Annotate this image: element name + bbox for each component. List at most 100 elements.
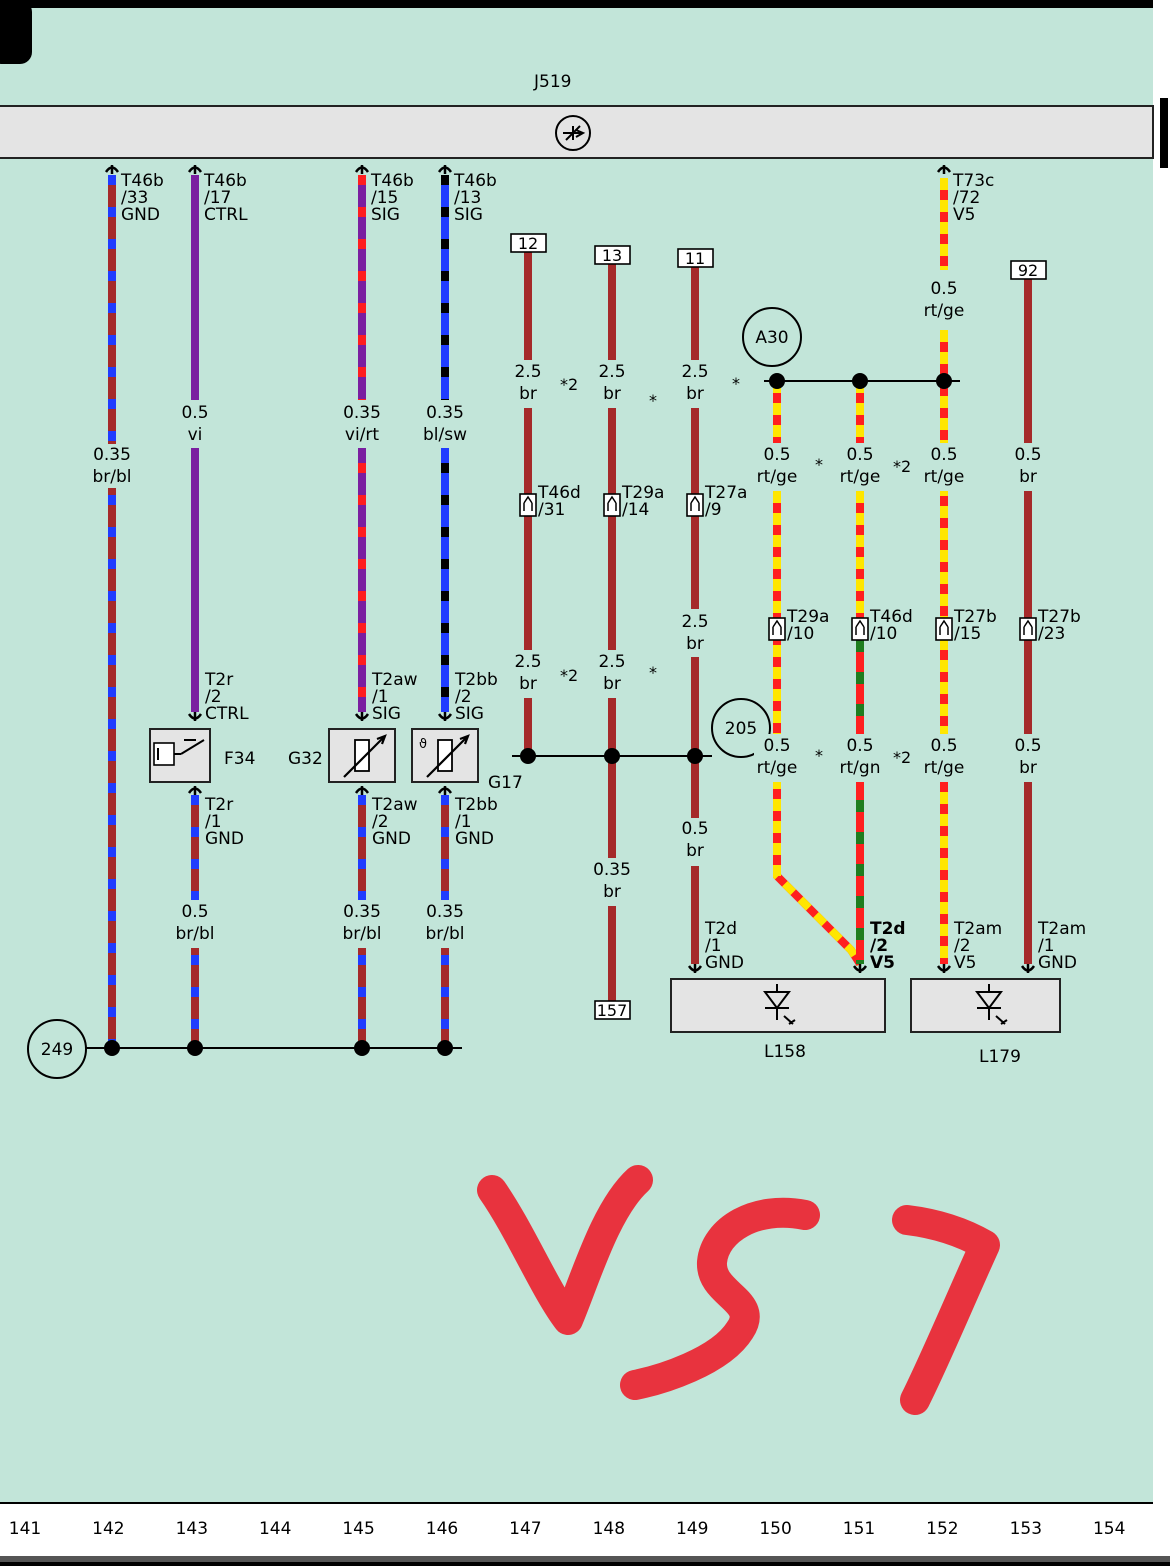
track-number: 143: [176, 1519, 208, 1539]
svg-text:T27a/9: T27a/9: [704, 483, 747, 520]
track-number: 154: [1093, 1519, 1125, 1539]
l179-lamp: [910, 978, 1061, 1033]
splice-249-label: 249: [41, 1040, 73, 1060]
svg-text:0.5rt/ge: 0.5rt/ge: [757, 445, 798, 487]
svg-text:T46d/10: T46d/10: [869, 607, 913, 644]
track-number: 153: [1010, 1519, 1042, 1539]
svg-text:92: 92: [1018, 261, 1038, 280]
svg-text:2.5br: 2.5br: [681, 362, 708, 404]
marker: *2: [893, 748, 911, 767]
right-marker: [1160, 98, 1168, 168]
junction-dot-249: [354, 1040, 370, 1056]
junction-dot-249: [187, 1040, 203, 1056]
marker: *2: [893, 457, 911, 476]
ref-box-11: 11: [677, 248, 714, 268]
right-border: [1153, 0, 1170, 1562]
junction-dot-205: [604, 748, 620, 764]
svg-text:0.5br/bl: 0.5br/bl: [175, 902, 214, 944]
track-number: 147: [509, 1519, 541, 1539]
svg-text:0.5rt/ge: 0.5rt/ge: [757, 736, 798, 778]
top-border: [0, 0, 1170, 8]
svg-text:0.5rt/ge: 0.5rt/ge: [924, 445, 965, 487]
markers: *2 * * * *2 *2 * * *2: [560, 374, 911, 767]
junction-dot-a30: [769, 373, 785, 389]
junction-dot-a30: [852, 373, 868, 389]
inline-connector: T27b/15: [935, 607, 997, 644]
junction-dot-a30: [936, 373, 952, 389]
junction-dot-205: [687, 748, 703, 764]
marker: *: [815, 455, 823, 474]
inline-connector: T46d/31: [519, 483, 581, 520]
svg-text:T46d/31: T46d/31: [537, 483, 581, 520]
ref-box-92: 92: [1010, 260, 1047, 280]
inline-connector: T29a/10: [768, 607, 829, 644]
corner-tab: [0, 0, 32, 64]
g32-sensor: [328, 728, 396, 783]
track-number: 150: [759, 1519, 791, 1539]
marker: *2: [560, 375, 578, 394]
svg-text:2.5br: 2.5br: [598, 652, 625, 694]
svg-text:ϑ: ϑ: [419, 737, 427, 752]
g17-sensor: ϑ: [411, 728, 479, 783]
track-number: 144: [259, 1519, 291, 1539]
junction-dot-205: [520, 748, 536, 764]
marker: *: [815, 746, 823, 765]
track-number: 148: [593, 1519, 625, 1539]
svg-text:T2d/2V5: T2d/2V5: [870, 919, 906, 973]
ref-box-157: 157: [594, 1000, 631, 1020]
handwritten-scribble: [477, 1165, 1000, 1415]
svg-text:157: 157: [597, 1001, 628, 1020]
bottom-bar: [0, 1556, 1170, 1562]
svg-text:12: 12: [518, 234, 538, 253]
splice-a30: [742, 307, 802, 367]
f34-label: F34: [224, 749, 255, 769]
splice-205: [711, 698, 771, 758]
module-label: J519: [533, 72, 571, 92]
svg-text:0.5rt/gn: 0.5rt/gn: [840, 736, 881, 778]
junction-dot-249: [104, 1040, 120, 1056]
svg-text:T29a/14: T29a/14: [621, 483, 664, 520]
svg-text:T27b/15: T27b/15: [953, 607, 997, 644]
junction-dot-249: [437, 1040, 453, 1056]
marker: *2: [560, 666, 578, 685]
module-ground-symbol: [555, 115, 591, 151]
